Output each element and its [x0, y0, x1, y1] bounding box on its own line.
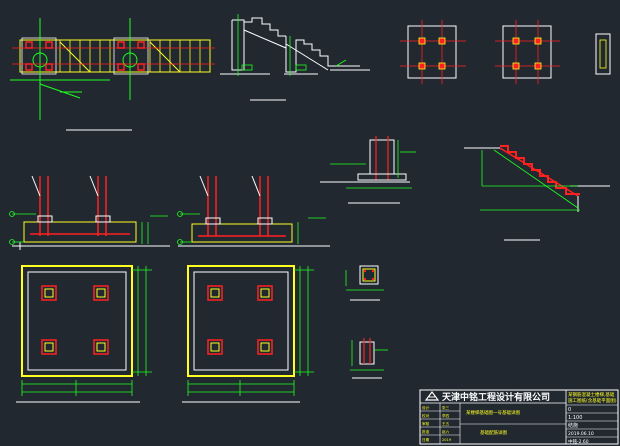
foundation-plan-a	[400, 20, 466, 84]
footing-plan-2	[182, 265, 314, 403]
stair-section-elevation	[220, 17, 370, 101]
footing-plan-1	[16, 265, 152, 403]
company-name: 天津中铭工程设计有限公司	[442, 391, 550, 403]
footing-elevation-1	[9, 175, 170, 250]
row-name: 张三	[442, 405, 450, 410]
drawing-title: 某楼梯基础图一号基础详图	[466, 409, 520, 416]
stair-foundation-plan	[10, 18, 215, 131]
drawing-subtitle: 基础配筋详图	[480, 429, 507, 436]
row-name: 赵六	[442, 429, 450, 434]
row-name: 李四	[442, 413, 450, 418]
row-name: 王五	[442, 422, 450, 426]
title-block: 天津中铭工程设计有限公司 某钢筋混凝土楼梯,基础 施工图纸(含基础平面图) 某楼…	[419, 389, 619, 445]
row-label: 校对	[422, 413, 430, 418]
sheet-label: 结施	[568, 422, 578, 429]
column-base-detail	[320, 136, 416, 204]
row-name: 2019	[442, 438, 452, 442]
inclined-stair-section	[464, 145, 610, 241]
slot-detail	[595, 33, 611, 75]
foundation-plan-b	[495, 20, 560, 84]
column-section-detail	[345, 265, 384, 301]
row-label: 审核	[422, 421, 430, 426]
pedestal-section-detail	[350, 338, 388, 379]
drawing-number: 0	[568, 407, 571, 413]
reference-code: 中铭-2.60	[568, 438, 589, 445]
row-label: 设计	[422, 405, 430, 410]
project-name-line2: 施工图纸(含基础平面图)	[568, 397, 617, 404]
stair-section-dims	[237, 14, 347, 76]
row-label: 批准	[422, 429, 430, 434]
company-logo-icon	[424, 391, 440, 401]
footing-elevation-2	[177, 175, 330, 247]
row-label: 日期	[422, 437, 430, 442]
project-name-line1: 某钢筋混凝土楼梯,基础	[568, 391, 615, 398]
drawing-scale: 1:100	[568, 415, 582, 421]
date-code: 2019.06.10	[568, 431, 594, 437]
